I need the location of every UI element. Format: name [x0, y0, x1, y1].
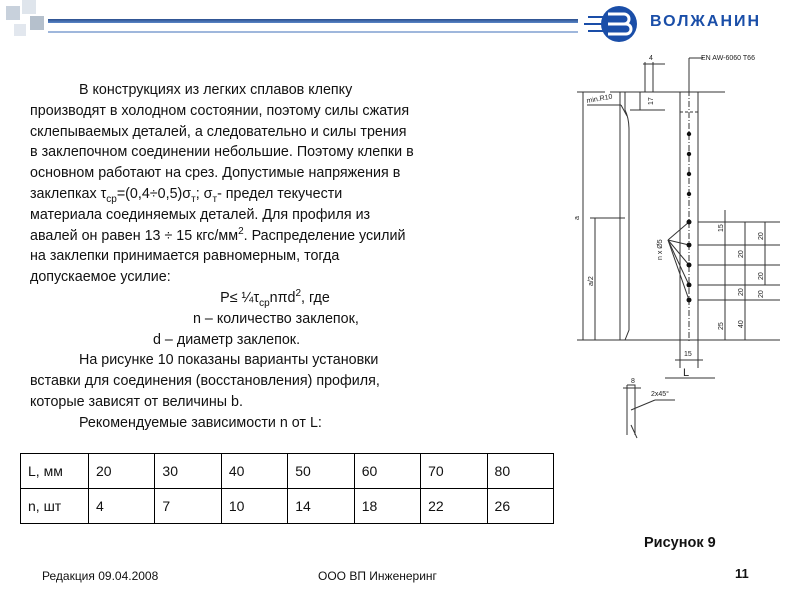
decor-square	[6, 6, 20, 20]
table-row: L, мм 20 30 40 50 60 70 80	[20, 453, 555, 489]
dim-20: 20	[758, 272, 765, 280]
text-line: Рекомендуемые зависимости n от L:	[79, 414, 322, 431]
dim-8: 8	[631, 378, 635, 385]
table-cell: 10	[220, 488, 289, 524]
text-line: склепываемых деталей, а следовательно и …	[30, 123, 407, 140]
table-cell: 50	[287, 453, 355, 489]
page-number: 11	[735, 566, 749, 581]
text-line: вставки для соединения (восстановления) …	[30, 373, 380, 390]
main-text: В конструкциях из легких сплавов клепку …	[30, 80, 520, 434]
table-cell: 30	[154, 453, 222, 489]
decor-square	[14, 24, 26, 36]
dim-17: 17	[648, 97, 655, 105]
holes-label: n x Ø5	[657, 239, 664, 260]
text-line: авалей он равен 13 ÷ 15 кгс/мм2. Распред…	[30, 225, 406, 244]
decor-square	[22, 0, 36, 14]
dim-L: L	[683, 367, 689, 379]
figure-caption: Рисунок 9	[644, 535, 716, 551]
table-cell: 4	[87, 488, 156, 524]
table-cell: 14	[287, 488, 355, 524]
volzhanin-logo-icon	[584, 6, 637, 42]
n-vs-L-table: L, мм 20 30 40 50 60 70 80 n, шт 4 7 10 …	[20, 453, 555, 524]
text-line: допускаемое усилие:	[30, 269, 171, 286]
table-cell: 22	[420, 488, 488, 524]
logo-wordmark: ВОЛЖАНИН	[650, 13, 762, 30]
material-label: EN AW-6060 T66	[701, 55, 755, 62]
dim-20: 20	[758, 290, 765, 298]
header-bar-thin	[48, 31, 578, 33]
dim-a: a	[574, 216, 581, 220]
chamfer-detail	[626, 384, 636, 435]
text-line: В конструкциях из легких сплавов клепку	[79, 82, 353, 98]
table-cell: 20	[87, 453, 156, 489]
side-profile-outline	[619, 91, 630, 341]
insert-technical-drawing: EN AW-6060 T66 4 min.R10 17 a a/2 n x Ø5…	[574, 55, 780, 439]
radius-label: min.R10	[586, 94, 613, 105]
dim-a-half: a/2	[588, 276, 595, 286]
table-cell: 40	[220, 453, 289, 489]
text-line: которые зависят от величины b.	[30, 393, 243, 410]
table-cell: 18	[353, 488, 422, 524]
text-line: На рисунке 10 показаны варианты установк…	[79, 352, 379, 369]
table-cell: 70	[420, 453, 488, 489]
footer-company: ООО ВП Инженеринг	[318, 569, 437, 583]
formula: P≤ ¼τсрnπd2, где	[220, 288, 330, 309]
text-line: материала соединяемых деталей. Для профи…	[30, 206, 371, 223]
table-cell: 26	[486, 488, 555, 524]
table-cell: L, мм	[20, 453, 89, 489]
dim-20: 20	[738, 288, 745, 296]
footer-revision: Редакция 09.04.2008	[42, 569, 159, 583]
dim-25: 25	[718, 322, 725, 330]
text-line: заклепках τср=(0,4÷0,5)σт; σт- предел те…	[30, 185, 343, 205]
dim-4: 4	[649, 55, 653, 62]
text-line: в заклепочном соединении небольшие. Поэт…	[30, 144, 414, 161]
text-line: на заклепки принимается равномерным, тог…	[30, 248, 340, 265]
dim-15-bottom: 15	[684, 351, 692, 358]
text-line: производят в холодном состоянии, поэтому…	[30, 102, 410, 119]
dim-20: 20	[758, 232, 765, 240]
formula-legend-d: d – диаметр заклепок.	[153, 331, 301, 348]
table-row: n, шт 4 7 10 14 18 22 26	[20, 488, 555, 524]
chamfer-label: 2x45°	[651, 390, 669, 398]
table-cell: 80	[486, 453, 555, 489]
dim-20: 20	[738, 250, 745, 258]
table-cell: 7	[154, 488, 222, 524]
slide-header: ВОЛЖАНИН	[0, 0, 800, 45]
table-cell: n, шт	[20, 488, 89, 524]
decor-square	[30, 16, 44, 30]
dim-15: 15	[718, 224, 725, 232]
text-line: основном работают на срез. Допустимые на…	[30, 165, 401, 182]
table-cell: 60	[353, 453, 422, 489]
formula-legend-n: n – количество заклепок,	[193, 310, 359, 327]
header-bar	[48, 19, 578, 23]
dim-40: 40	[738, 320, 745, 328]
